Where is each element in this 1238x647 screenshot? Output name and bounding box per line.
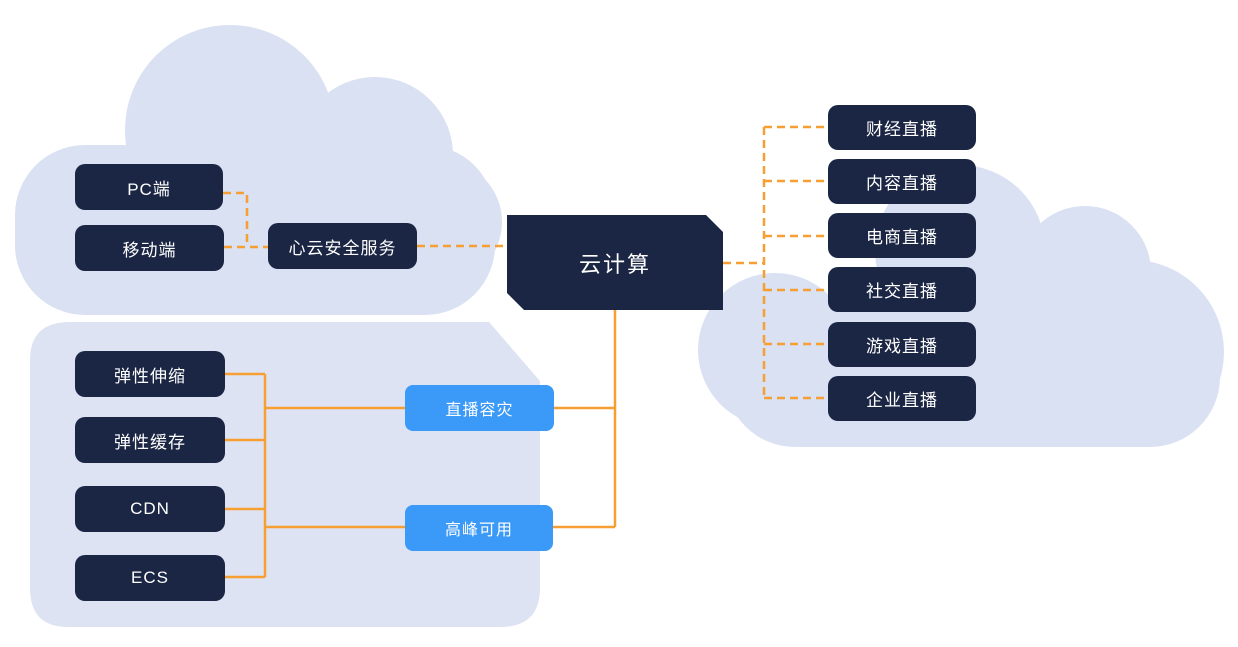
node-cdn: CDN [75,486,225,532]
node-cloud-computing: 云计算 [507,215,723,310]
node-elastic-scaling: 弹性伸缩 [75,351,225,397]
connector-dashed-lines [223,125,828,400]
node-mobile-client: 移动端 [75,225,224,271]
node-finance-live: 财经直播 [828,105,976,150]
node-social-live: 社交直播 [828,267,976,312]
node-enterprise-live: 企业直播 [828,376,976,421]
node-game-live: 游戏直播 [828,322,976,367]
connector-solid-lines [224,310,617,579]
node-elastic-cache: 弹性缓存 [75,417,225,463]
node-pc-client: PC端 [75,164,223,210]
node-security-service: 心云安全服务 [268,223,417,269]
node-ecommerce-live: 电商直播 [828,213,976,258]
node-live-disaster-recovery: 直播容灾 [405,385,554,431]
node-ecs: ECS [75,555,225,601]
node-peak-availability: 高峰可用 [405,505,553,551]
node-content-live: 内容直播 [828,159,976,204]
